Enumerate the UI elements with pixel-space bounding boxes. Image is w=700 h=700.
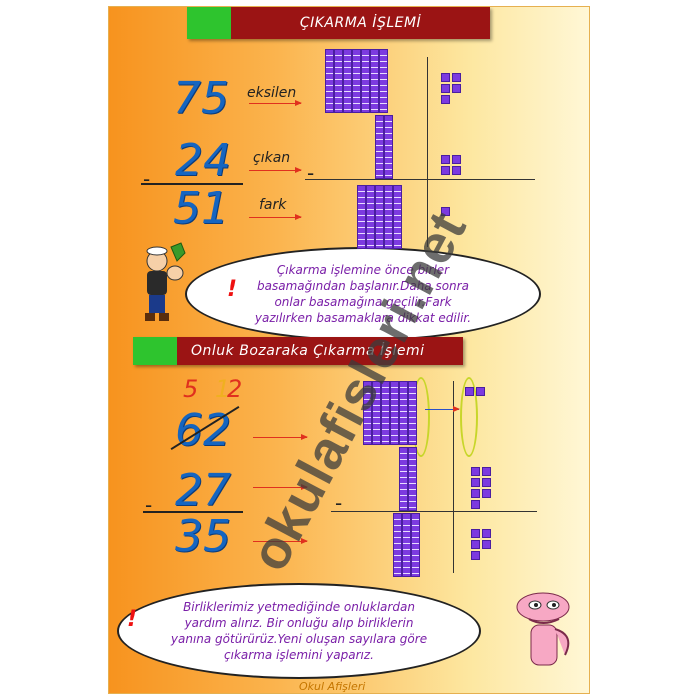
tens-rod: [325, 49, 334, 113]
tens-rod: [399, 381, 408, 445]
ones-cube: [476, 387, 485, 396]
label-difference: fark: [259, 197, 287, 213]
tens-rod: [375, 185, 384, 249]
s2-subtrahend: 27: [175, 465, 231, 516]
header-green-square: [187, 7, 231, 39]
s2-difference: 35: [175, 511, 231, 562]
regroup-tens: 5: [183, 375, 199, 403]
ones-cube: [471, 540, 480, 549]
tens-rod: [352, 49, 361, 113]
ones-cube: [441, 84, 450, 93]
s1-blocks-minus: -: [307, 161, 315, 185]
s2-arrow-difference: [253, 538, 308, 544]
arrow-difference: [249, 214, 302, 220]
tens-rod: [366, 185, 375, 249]
ones-cube: [471, 500, 480, 509]
s1-exclamation: !: [227, 277, 238, 302]
ones-cube: [441, 73, 450, 82]
s1-minus-sign: -: [143, 167, 151, 191]
s1-note-bubble: Çıkarma işlemine önce birler basamağında…: [185, 247, 541, 341]
ones-cube: [471, 489, 480, 498]
s2-subtract-line: [331, 511, 537, 512]
tens-rod: [390, 381, 399, 445]
regroup-two: 2: [227, 375, 243, 403]
s2-note-text: Birliklerimiz yetmediğinde onluklardan y…: [170, 599, 428, 663]
tens-rod: [393, 513, 402, 577]
poster: ÇIKARMA İŞLEMİ 75 eksilen - 24 çıkan 51 …: [108, 6, 590, 694]
tens-rod: [370, 49, 379, 113]
tens-rod: [372, 381, 381, 445]
ones-cube: [482, 540, 491, 549]
pink-panther-illustration: [501, 585, 587, 675]
ones-cube: [441, 166, 450, 175]
tens-rod: [375, 115, 384, 179]
tens-rod: [408, 447, 417, 511]
ones-cube: [482, 467, 491, 476]
tens-rod: [381, 381, 390, 445]
ones-cube: [441, 95, 450, 104]
s1-place-divider: [427, 57, 428, 247]
tens-rod: [384, 185, 393, 249]
regroup-arrow: [425, 406, 460, 412]
ones-cube: [471, 478, 480, 487]
tens-rod: [334, 49, 343, 113]
tens-rod: [408, 381, 417, 445]
ones-cube: [482, 478, 491, 487]
s2-arrow-subtrahend: [253, 484, 308, 490]
ones-cube: [452, 155, 461, 164]
popeye-illustration: [131, 239, 187, 329]
s1-subtract-line: [305, 179, 535, 180]
section1-title: ÇIKARMA İŞLEMİ: [231, 7, 490, 39]
tens-rod: [363, 381, 372, 445]
regroup-one: 1: [215, 375, 231, 403]
ones-cube: [452, 166, 461, 175]
tens-rod: [384, 115, 393, 179]
s2-exclamation: !: [127, 607, 138, 632]
regroup-highlight-right: [460, 377, 478, 457]
s2-minus-sign: -: [145, 493, 153, 517]
arrow-minuend: [249, 100, 302, 106]
ones-cube: [482, 529, 491, 538]
ones-cube: [452, 84, 461, 93]
section2-header: Onluk Bozaraka Çıkarma İşlemi: [133, 337, 463, 365]
tens-rod: [402, 513, 411, 577]
ones-cube: [441, 207, 450, 216]
tens-rod: [343, 49, 352, 113]
header-green-square: [133, 337, 177, 365]
s2-blocks-minus: -: [335, 491, 343, 515]
label-subtrahend: çıkan: [253, 150, 291, 166]
ones-cube: [441, 155, 450, 164]
tens-rod: [411, 513, 420, 577]
ones-cube: [465, 387, 474, 396]
ones-cube: [452, 73, 461, 82]
footer-brand: Okul Afişleri: [299, 680, 366, 693]
ones-cube: [482, 489, 491, 498]
section2-title: Onluk Bozaraka Çıkarma İşlemi: [177, 337, 463, 365]
s1-difference: 51: [173, 183, 229, 234]
s2-result-line: [143, 511, 243, 513]
ones-cube: [471, 467, 480, 476]
tens-rod: [379, 49, 388, 113]
s1-result-line: [141, 183, 243, 185]
section1-header: ÇIKARMA İŞLEMİ: [187, 7, 490, 39]
label-minuend: eksilen: [247, 85, 297, 101]
tens-rod: [393, 185, 402, 249]
ones-cube: [471, 529, 480, 538]
s2-arrow-minuend: [253, 434, 308, 440]
tens-rod: [361, 49, 370, 113]
s2-note-bubble: Birliklerimiz yetmediğinde onluklardan y…: [117, 583, 481, 679]
ones-cube: [471, 551, 480, 560]
tens-rod: [399, 447, 408, 511]
s1-minuend: 75: [173, 73, 229, 124]
tens-rod: [357, 185, 366, 249]
s2-place-divider: [453, 381, 454, 573]
s1-note-text: Çıkarma işlemine önce birler basamağında…: [254, 262, 472, 326]
arrow-subtrahend: [249, 167, 302, 173]
s1-subtrahend: 24: [175, 135, 231, 186]
